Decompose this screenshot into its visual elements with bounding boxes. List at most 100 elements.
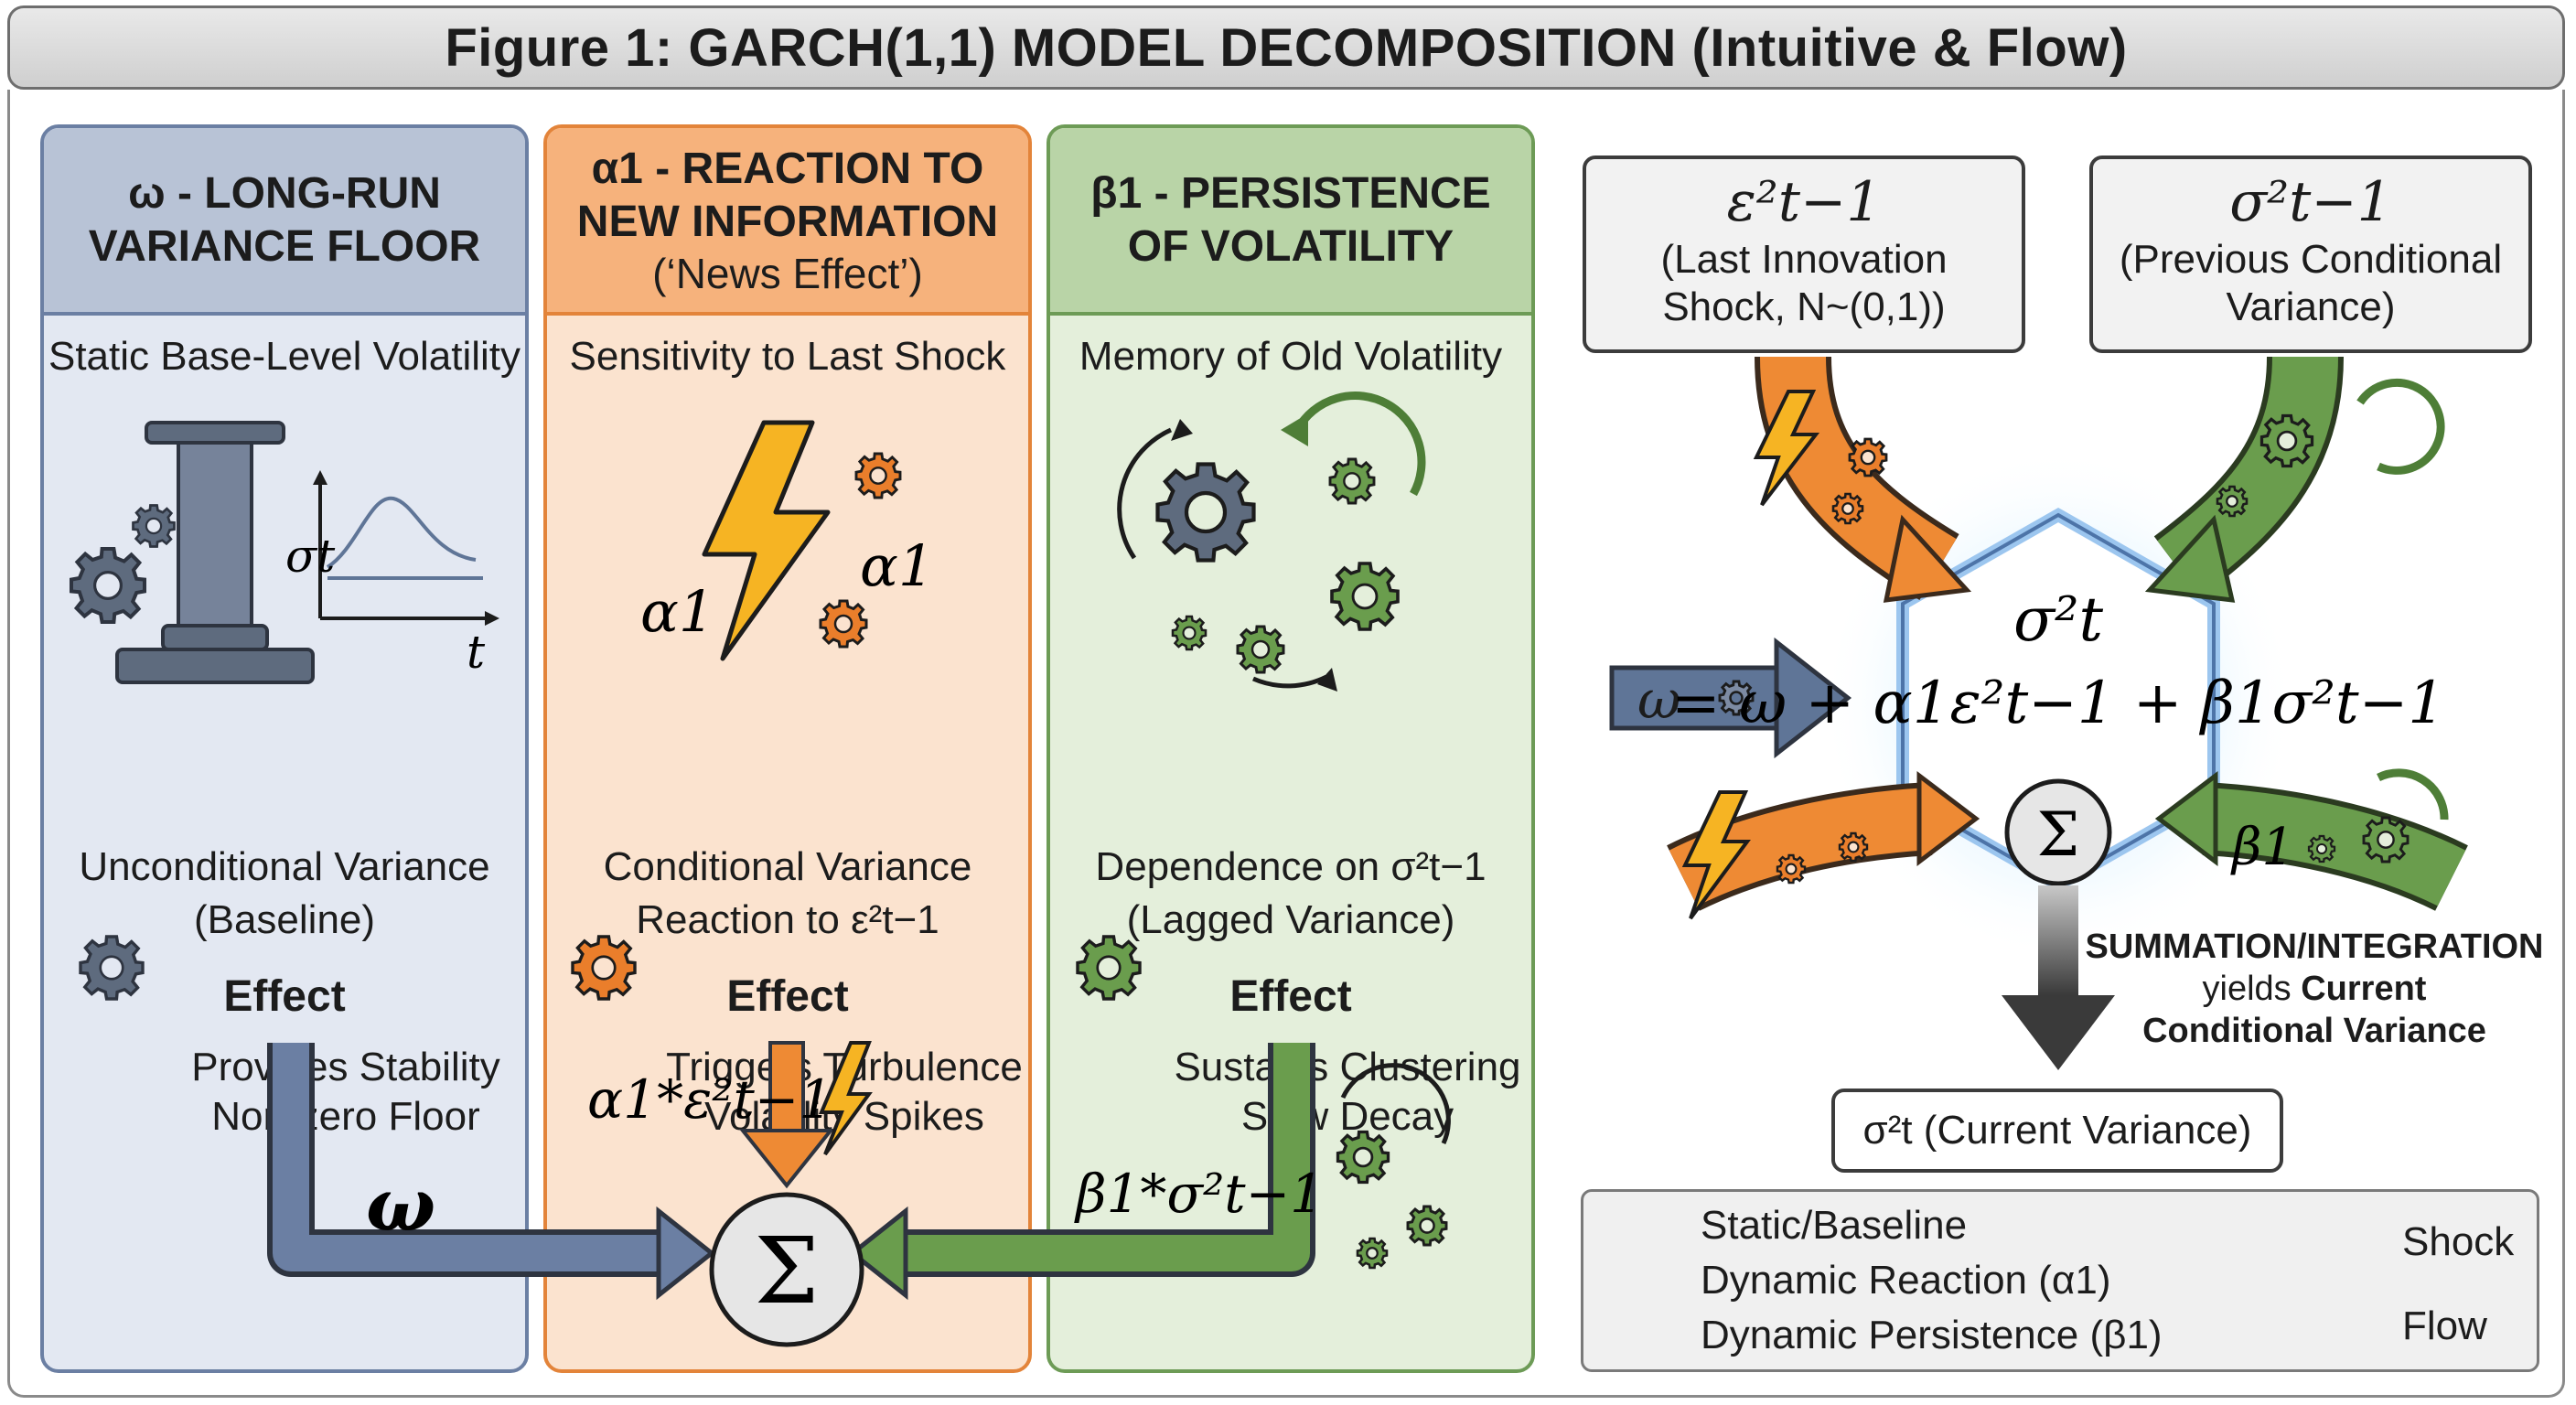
panel-alpha-header: α1 - REACTION TO NEW INFORMATION (‘News … <box>547 128 1028 316</box>
panel-beta-header: β1 - PERSISTENCE OF VOLATILITY <box>1050 128 1531 316</box>
omega-flow-arrowhead <box>656 1206 716 1301</box>
beta-input-arrow <box>2203 788 2466 906</box>
panel-alpha-effect-heading: Effect <box>726 972 849 1021</box>
gear-icon <box>1330 562 1400 631</box>
beta-arrow-label: β1 <box>2230 818 2294 877</box>
sum-icon <box>2004 778 2112 886</box>
panel-alpha-desc-line1: Conditional Variance <box>603 844 972 889</box>
gear-icon <box>79 935 145 1001</box>
shock-symbol: ε²t−1 <box>1726 170 1882 234</box>
gear-icon <box>1336 1130 1390 1185</box>
gear-icon <box>1158 465 1254 561</box>
gear-icon <box>1328 457 1376 505</box>
lightning-icon <box>818 1041 873 1156</box>
panel-beta-effect-line1: Sustains Clustering <box>1174 1045 1521 1089</box>
shock-input-box: ε²t−1 (Last Innovation Shock, N~(0,1)) <box>1583 156 2025 353</box>
panel-omega-subtitle: Static Base-Level Volatility <box>48 334 521 379</box>
gear-icon <box>1406 1205 1448 1247</box>
panel-alpha-header-line2: NEW INFORMATION <box>576 197 999 246</box>
variance-input-box: σ²t−1 (Previous Conditional Variance) <box>2089 156 2532 353</box>
gear-icon <box>2362 816 2410 863</box>
output-box: σ²t (Current Variance) <box>1831 1089 2283 1173</box>
cycle-arrowhead <box>1171 419 1193 441</box>
gear-icon <box>1236 625 1285 674</box>
alpha-input-arrowhead <box>1916 770 1980 867</box>
beta-input-arrowhead <box>2154 770 2218 867</box>
panel-beta-desc-line1: Dependence on σ²t−1 <box>1095 844 1487 889</box>
volatility-mini-chart <box>313 470 499 626</box>
panel-omega-effect-heading: Effect <box>223 972 346 1021</box>
gear-icon <box>571 935 637 1001</box>
gear-icon <box>1848 437 1888 477</box>
panel-beta-subtitle: Memory of Old Volatility <box>1079 334 1503 379</box>
panel-omega-header-line1: ω - LONG-RUN <box>128 168 441 218</box>
lightning-icon <box>1681 790 1751 920</box>
summation-note-bold: Current <box>2301 970 2427 1008</box>
gear-icon <box>1776 853 1807 885</box>
alpha-flow-arrowhead <box>738 1129 835 1189</box>
alpha-icon-label-left: α1 <box>640 578 714 645</box>
gear-icon <box>1076 935 1142 1001</box>
cycle-arrow-icon <box>1117 391 1426 689</box>
figure-title: Figure 1: GARCH(1,1) MODEL DECOMPOSITION… <box>7 5 2565 90</box>
panel-beta-header-line2: OF VOLATILITY <box>1127 221 1454 271</box>
panel-alpha-header-line1: α1 - REACTION TO <box>591 144 984 193</box>
panel-omega-effect-line1: Provides Stability <box>191 1045 500 1089</box>
cycle-arrowhead <box>1281 413 1308 446</box>
gear-icon <box>1831 492 1864 525</box>
shock-input-arrowhead <box>1883 514 1972 603</box>
panel-beta-header-line1: β1 - PERSISTENCE <box>1090 168 1491 218</box>
right-sum-symbol: Σ <box>2037 799 2080 870</box>
legend: Static/Baseline Dynamic Reaction (α1) Dy… <box>1581 1189 2539 1372</box>
gear-icon <box>819 599 868 649</box>
legend-shock-label: Shock <box>2402 1219 2515 1264</box>
summation-note-line3: Conditional Variance <box>2142 1012 2486 1050</box>
garch-equation: = ω + α1ε²t−1 + β1σ²t−1 <box>1671 670 2445 737</box>
panel-alpha-header-line3: (‘News Effect’) <box>652 249 923 297</box>
panel-beta-desc-line2: (Lagged Variance) <box>1126 897 1455 942</box>
hex-top-label: σ²t <box>2013 585 2104 655</box>
panel-omega-header-line2: VARIANCE FLOOR <box>88 221 481 271</box>
output-arrowhead <box>2002 995 2115 1070</box>
panel-beta-effect-heading: Effect <box>1229 972 1352 1021</box>
variance-input-arrowhead <box>2144 514 2236 603</box>
alpha-icon-label-right: α1 <box>860 532 934 599</box>
variance-symbol: σ²t−1 <box>2229 170 2392 234</box>
gear-icon <box>1718 680 1755 716</box>
shock-line1: (Last Innovation <box>1660 237 1948 282</box>
panel-omega-effect-line2: Non-zero Floor <box>211 1094 480 1139</box>
legend-reaction-label: Dynamic Reaction (α1) <box>1701 1258 2111 1303</box>
panel-alpha-subtitle: Sensitivity to Last Shock <box>569 334 1006 379</box>
gear-icon <box>1356 1237 1389 1270</box>
cycle-arrow-icon <box>1340 1063 1451 1145</box>
cycle-arrowhead <box>1317 668 1337 692</box>
pedestal-icon <box>115 421 315 684</box>
shock-line2: Shock, N~(0,1)) <box>1662 284 1946 329</box>
panel-omega-desc-line2: (Baseline) <box>193 897 376 942</box>
cycle-arrow-icon <box>2377 768 2449 820</box>
omega-input-arrowhead <box>1774 637 1852 759</box>
beta-flow-label: β1*σ²t−1 <box>1074 1163 1324 1225</box>
gear-icon <box>132 504 176 548</box>
beta-flow-arrowhead <box>848 1206 908 1301</box>
sum-icon <box>709 1192 864 1347</box>
cycle-arrow-icon <box>2356 378 2445 475</box>
panel-omega-desc-line1: Unconditional Variance <box>79 844 490 889</box>
lightning-icon <box>1753 390 1820 507</box>
legend-flow-label: Flow <box>2402 1303 2487 1348</box>
axis-y-label: σt <box>285 530 336 583</box>
gear-icon <box>854 452 902 499</box>
lightning-icon <box>702 420 831 661</box>
alpha-flow-label: α1*ε²t−1 <box>587 1068 832 1131</box>
output-arrow <box>2038 885 2078 995</box>
gear-icon <box>2216 485 2249 518</box>
axis-x-label: t <box>467 626 486 679</box>
omega-arrow-label: ω <box>1637 669 1680 731</box>
legend-static-label: Static/Baseline <box>1701 1203 1968 1248</box>
gear-icon <box>2307 834 2336 863</box>
variance-line1: (Previous Conditional <box>2119 237 2503 282</box>
legend-persistence-label: Dynamic Persistence (β1) <box>1701 1313 2163 1357</box>
gear-icon <box>71 549 145 622</box>
summation-note-line1: SUMMATION/INTEGRATION <box>2085 928 2544 966</box>
